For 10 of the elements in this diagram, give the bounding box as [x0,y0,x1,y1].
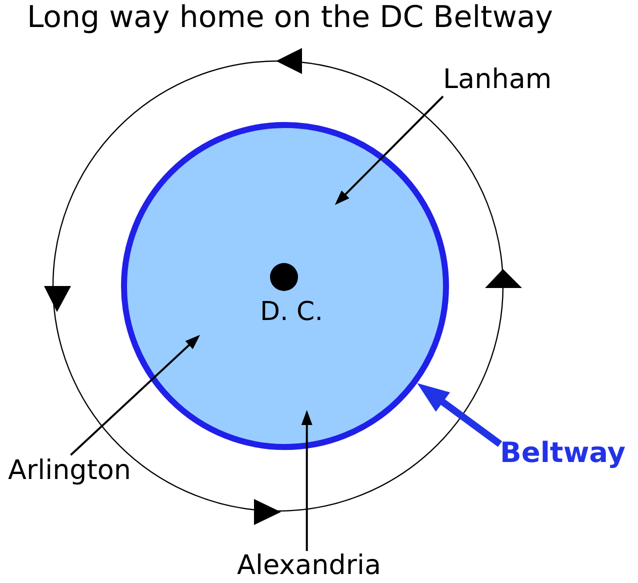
leader-arrow [417,383,502,447]
road-label: Beltway [500,436,626,470]
city-label: D. C. [260,297,323,328]
title-text: Long way home on the DC Beltway [27,0,553,36]
leader-arrow [301,410,312,551]
place-label: Arlington [8,455,132,488]
place-label: Alexandria [237,551,382,581]
place-label: Lanham [443,64,552,96]
leader-arrow [70,334,200,456]
leader-arrow [334,96,444,205]
